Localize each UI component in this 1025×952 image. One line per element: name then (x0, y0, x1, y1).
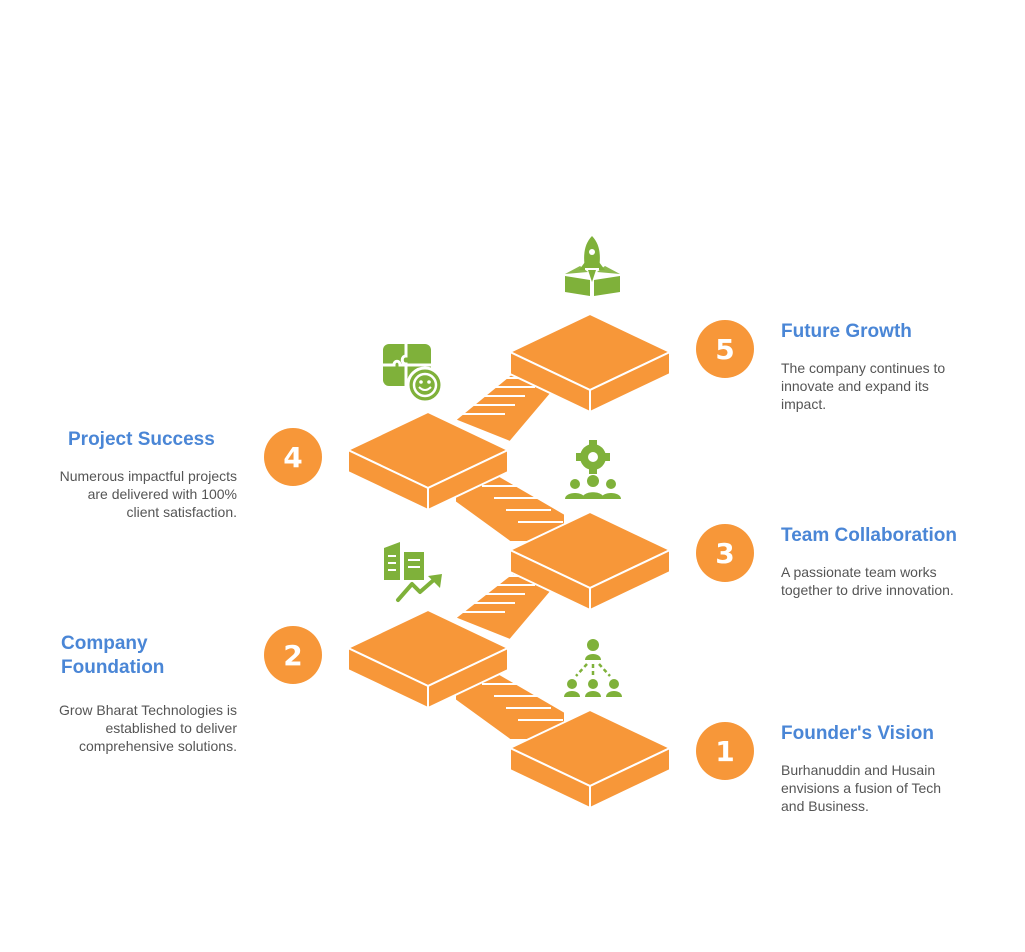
rocket-launch-icon (565, 236, 620, 296)
buildings-growth-icon (384, 542, 442, 602)
hierarchy-people-icon (564, 639, 622, 697)
step-number-3: 3 (696, 524, 754, 582)
step-title-2: Company Foundation (61, 633, 165, 678)
step-number-4: 4 (264, 428, 322, 486)
step-title-1: Founder's Vision (781, 723, 935, 744)
step-description-1: Burhanuddin and Husain envisions a fusio… (781, 762, 942, 814)
team-gear-icon (565, 440, 621, 499)
step-title-4: Project Success (68, 429, 215, 450)
step-description-5: The company continues to innovate and ex… (781, 360, 946, 412)
step-number-5: 5 (696, 320, 754, 378)
step-title-5: Future Growth (781, 321, 912, 342)
step-number-1: 1 (696, 722, 754, 780)
step-title-3: Team Collaboration (781, 525, 957, 546)
step-number-2: 2 (264, 626, 322, 684)
step-description-3: A passionate team works together to driv… (781, 564, 954, 598)
puzzle-smile-icon (383, 344, 444, 404)
step-description-2: Grow Bharat Technologies is established … (59, 702, 237, 754)
step-description-4: Numerous impactful projects are delivere… (59, 468, 237, 520)
